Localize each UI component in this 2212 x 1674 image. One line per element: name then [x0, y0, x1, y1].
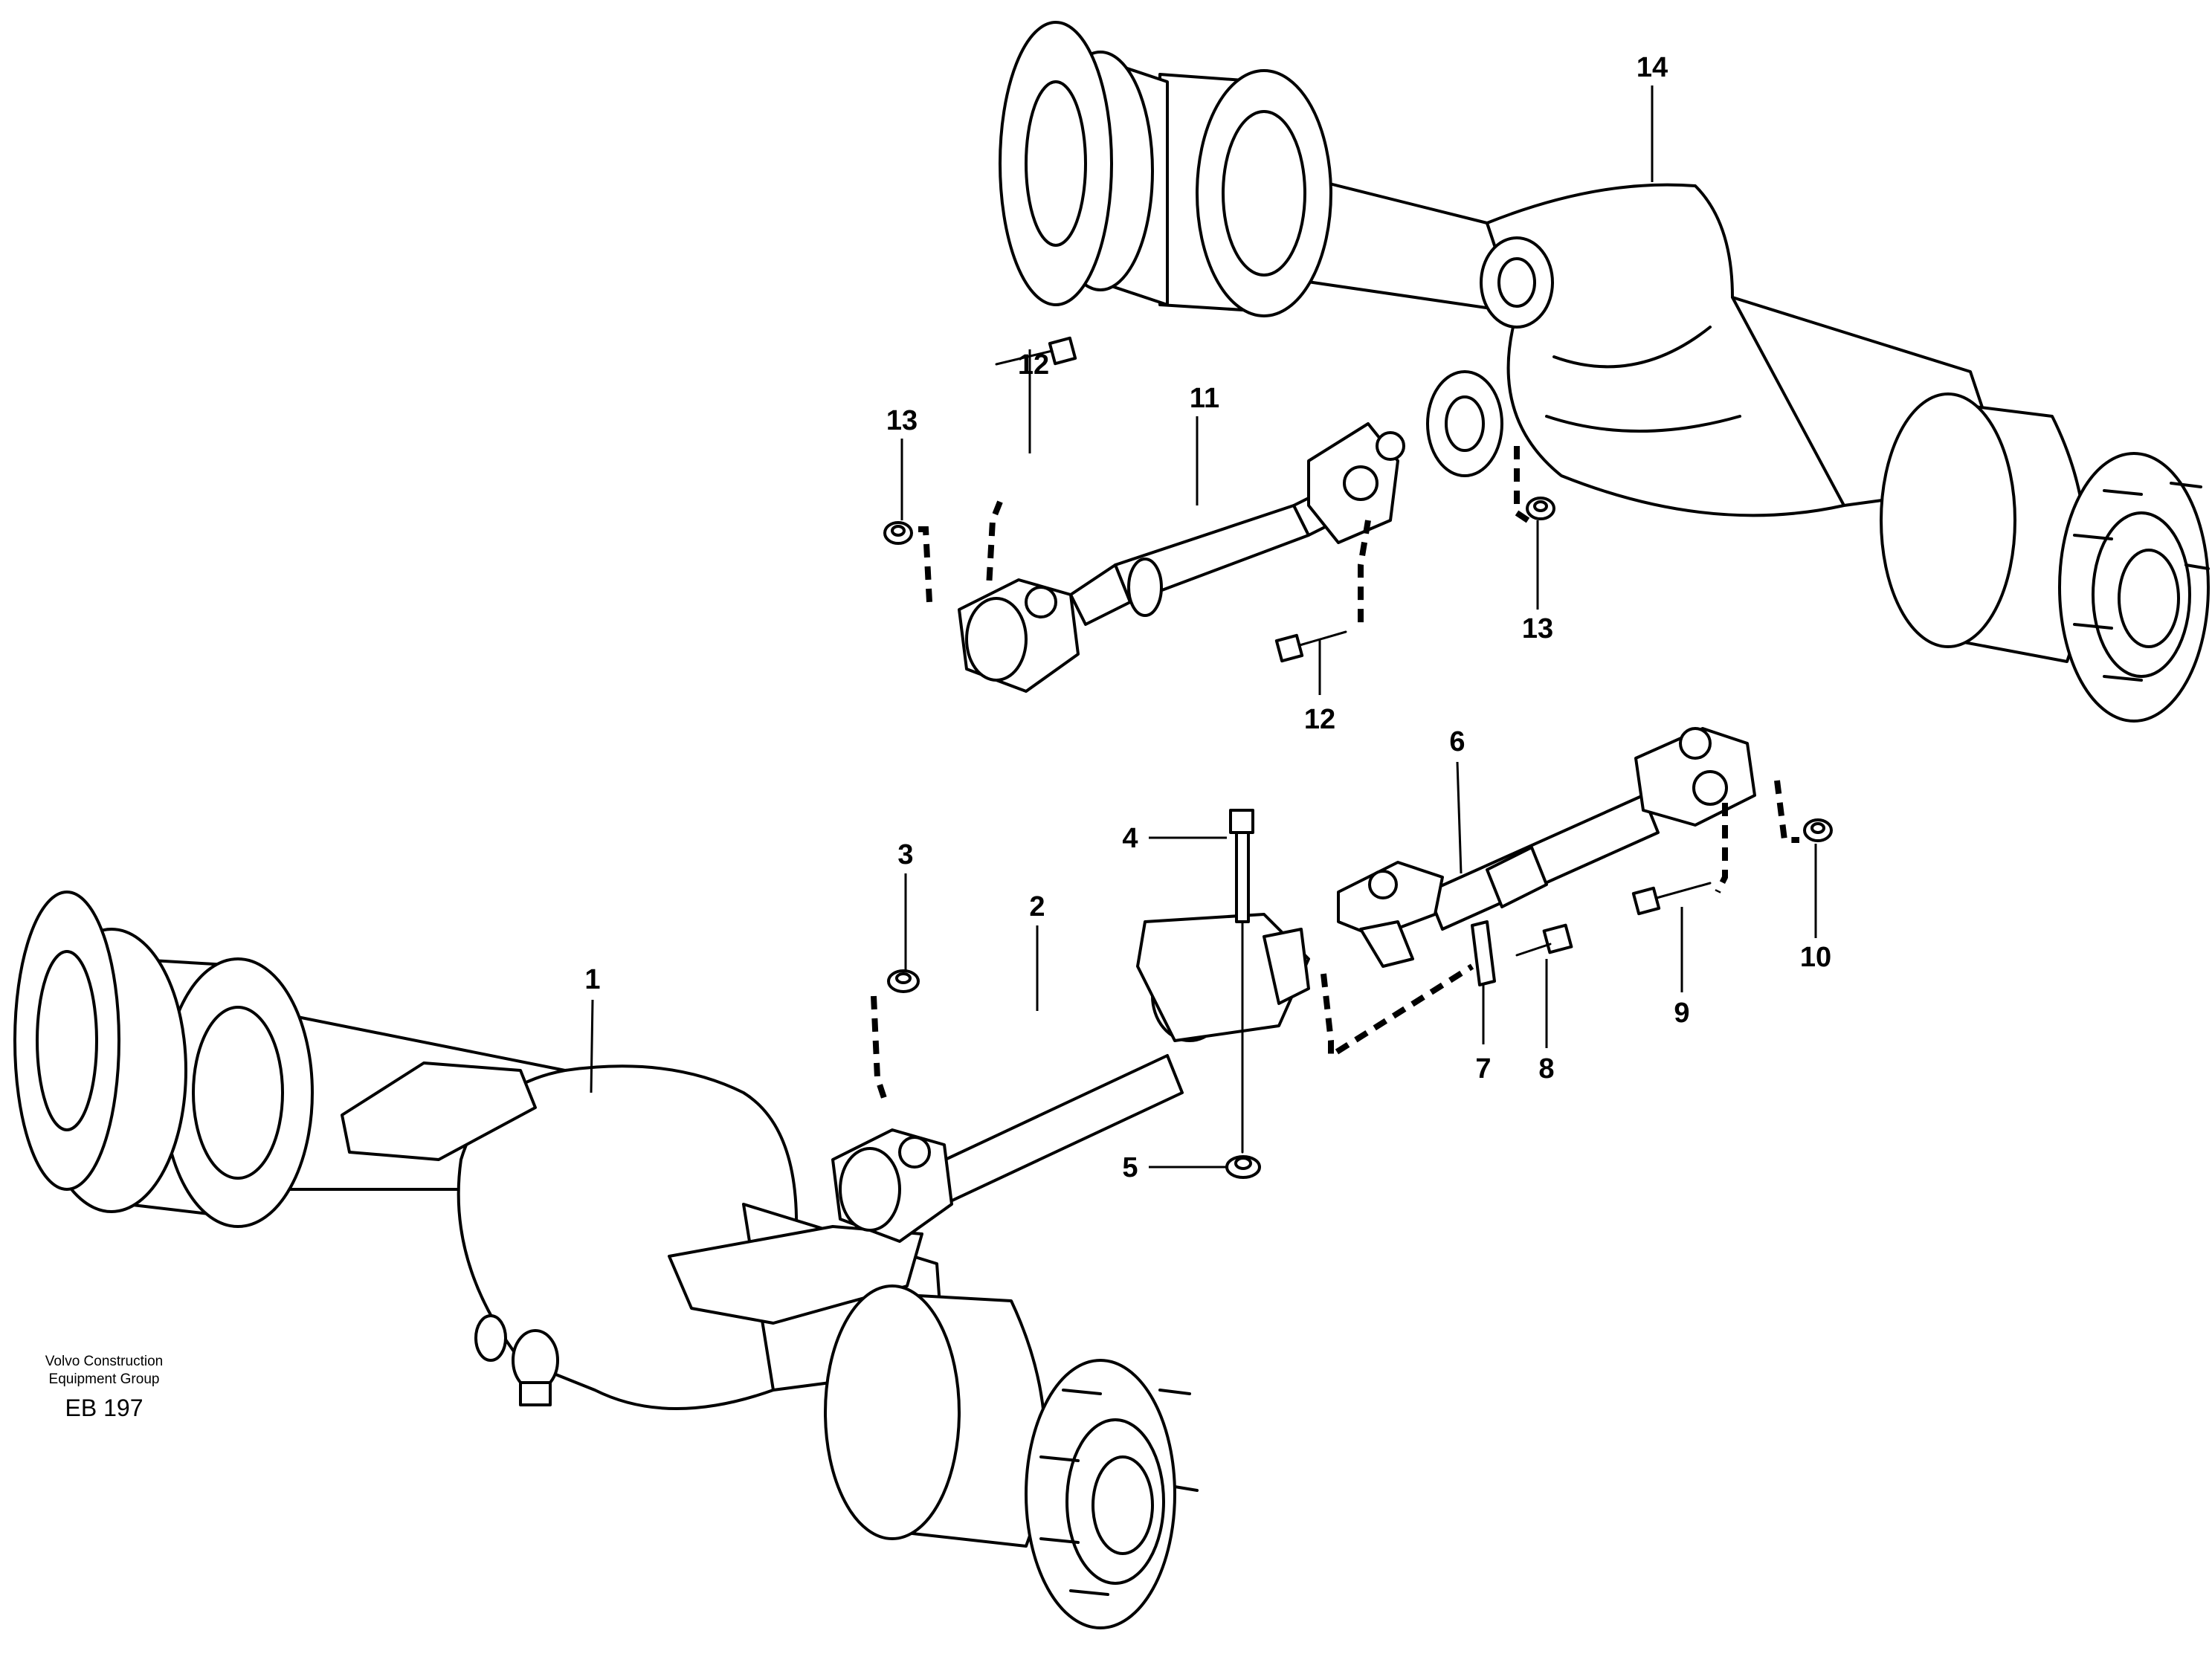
publisher-footer: Volvo Construction Equipment Group EB 19…	[30, 1353, 178, 1422]
callout-labels: 1 2 3 4 5 6 7 8 9 10 11 12 12 13 13 14	[584, 52, 1831, 1183]
callout-12-top: 12	[1018, 349, 1049, 381]
propeller-shaft-11	[958, 422, 1405, 693]
callout-4: 4	[1122, 823, 1138, 854]
callout-1: 1	[584, 964, 600, 995]
nut-13-left	[883, 521, 913, 545]
callout-2: 2	[1029, 891, 1045, 922]
nut-13-right	[1526, 497, 1555, 520]
callout-10: 10	[1800, 942, 1831, 973]
nut-3	[887, 969, 920, 993]
leader-lines	[590, 85, 1817, 1169]
company-name-line1: Volvo Construction	[45, 1354, 164, 1369]
bolt-9	[1631, 882, 1712, 916]
assembly-dash-lines	[871, 446, 1799, 1102]
callout-6: 6	[1449, 726, 1465, 757]
rear-axle	[999, 21, 2210, 723]
callout-8: 8	[1538, 1053, 1554, 1085]
callout-3: 3	[897, 839, 913, 870]
bolt-4	[1229, 809, 1254, 1154]
callout-13-right: 13	[1522, 613, 1553, 644]
nut-10	[1803, 818, 1833, 842]
propeller-shaft-6	[1337, 727, 1756, 968]
callout-9: 9	[1674, 998, 1689, 1029]
callout-11: 11	[1190, 383, 1219, 414]
callout-5: 5	[1122, 1152, 1138, 1183]
callout-7: 7	[1475, 1053, 1491, 1085]
nut-5	[1225, 1155, 1261, 1179]
front-axle	[13, 891, 1199, 1629]
callout-14: 14	[1637, 52, 1668, 83]
clip-7	[1471, 920, 1496, 986]
bolt-12-top	[995, 336, 1077, 366]
bolt-8	[1515, 923, 1573, 957]
callout-12-bottom: 12	[1304, 704, 1335, 735]
bolt-12-bottom	[1274, 630, 1347, 663]
company-name-line2: Equipment Group	[48, 1371, 160, 1387]
figure-code: EB 197	[65, 1395, 144, 1421]
callout-13-left: 13	[886, 405, 918, 436]
propeller-shaft-2	[831, 913, 1310, 1243]
